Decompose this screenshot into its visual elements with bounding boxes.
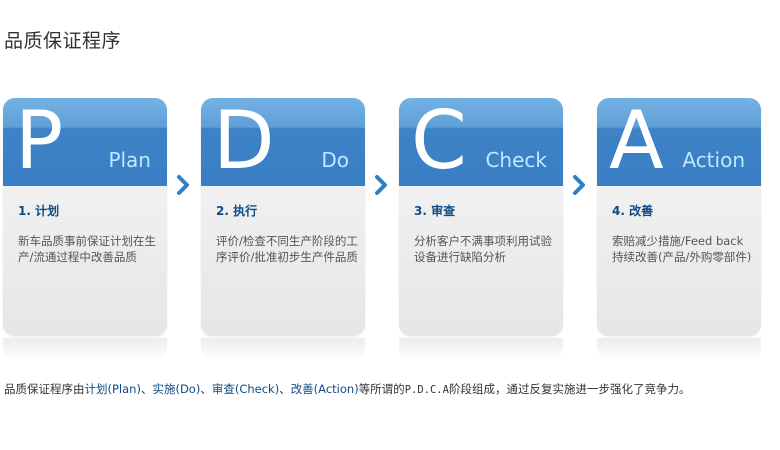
summary-plan: 计划(Plan)	[84, 382, 141, 396]
step-title: 1. 计划	[18, 204, 60, 218]
card-do: D Do 2. 执行 评价/检查不同生产阶段的工序评价/批准初步生产件品质	[201, 98, 365, 336]
step-title: 4. 改善	[612, 204, 654, 218]
card-reflection	[201, 338, 365, 360]
summary-sep: 、	[140, 382, 153, 396]
card-letter: P	[15, 98, 64, 187]
summary-check: 审查(Check)	[211, 382, 280, 396]
chevron-right-icon	[572, 174, 586, 196]
card-word: Plan	[108, 148, 151, 172]
chevron-right-icon	[176, 174, 190, 196]
card-action: A Action 4. 改善 索赔减少措施/Feed back持续改善(产品/外…	[597, 98, 761, 336]
summary-sep: 、	[200, 382, 212, 396]
card-reflection	[597, 338, 761, 360]
summary-action: 改善(Action)	[290, 382, 359, 396]
card-letter: A	[609, 98, 664, 187]
card-letter: D	[213, 98, 275, 187]
card-header: D Do	[201, 98, 365, 187]
card-header: P Plan	[3, 98, 167, 187]
step-title: 3. 审查	[414, 204, 456, 218]
summary-pdca: P.D.C.A	[404, 384, 449, 396]
summary-mid: 等所谓的	[358, 382, 405, 396]
card-header: A Action	[597, 98, 761, 187]
card-header: C Check	[399, 98, 563, 187]
card-word: Do	[321, 148, 349, 172]
pdca-cards: P Plan 1. 计划 新车品质事前保证计划在生产/流通过程中改善品质 D D…	[3, 98, 779, 360]
card-word: Action	[682, 148, 745, 172]
chevron-right-icon	[374, 174, 388, 196]
step-description: 新车品质事前保证计划在生产/流通过程中改善品质	[18, 234, 156, 264]
step-description: 评价/检查不同生产阶段的工序评价/批准初步生产件品质	[216, 234, 358, 264]
card-reflection	[3, 338, 167, 360]
summary-prefix: 品质保证程序由	[4, 382, 85, 396]
step-description: 分析客户不满事项利用试验设备进行缺陷分析	[414, 234, 552, 264]
summary-do: 实施(Do)	[152, 382, 201, 396]
summary-sep: 、	[279, 382, 291, 396]
card-plan: P Plan 1. 计划 新车品质事前保证计划在生产/流通过程中改善品质	[3, 98, 167, 336]
summary-text: 品质保证程序由计划(Plan)、实施(Do)、审查(Check)、改善(Acti…	[4, 381, 690, 397]
card-check: C Check 3. 审查 分析客户不满事项利用试验设备进行缺陷分析	[399, 98, 563, 336]
page-title: 品质保证程序	[4, 30, 122, 52]
summary-suffix: 阶段组成，通过反复实施进一步强化了竞争力。	[448, 382, 691, 396]
card-word: Check	[485, 148, 547, 172]
card-reflection	[399, 338, 563, 360]
step-title: 2. 执行	[216, 204, 258, 218]
card-letter: C	[411, 98, 467, 187]
step-description: 索赔减少措施/Feed back持续改善(产品/外购零部件)	[612, 234, 752, 264]
